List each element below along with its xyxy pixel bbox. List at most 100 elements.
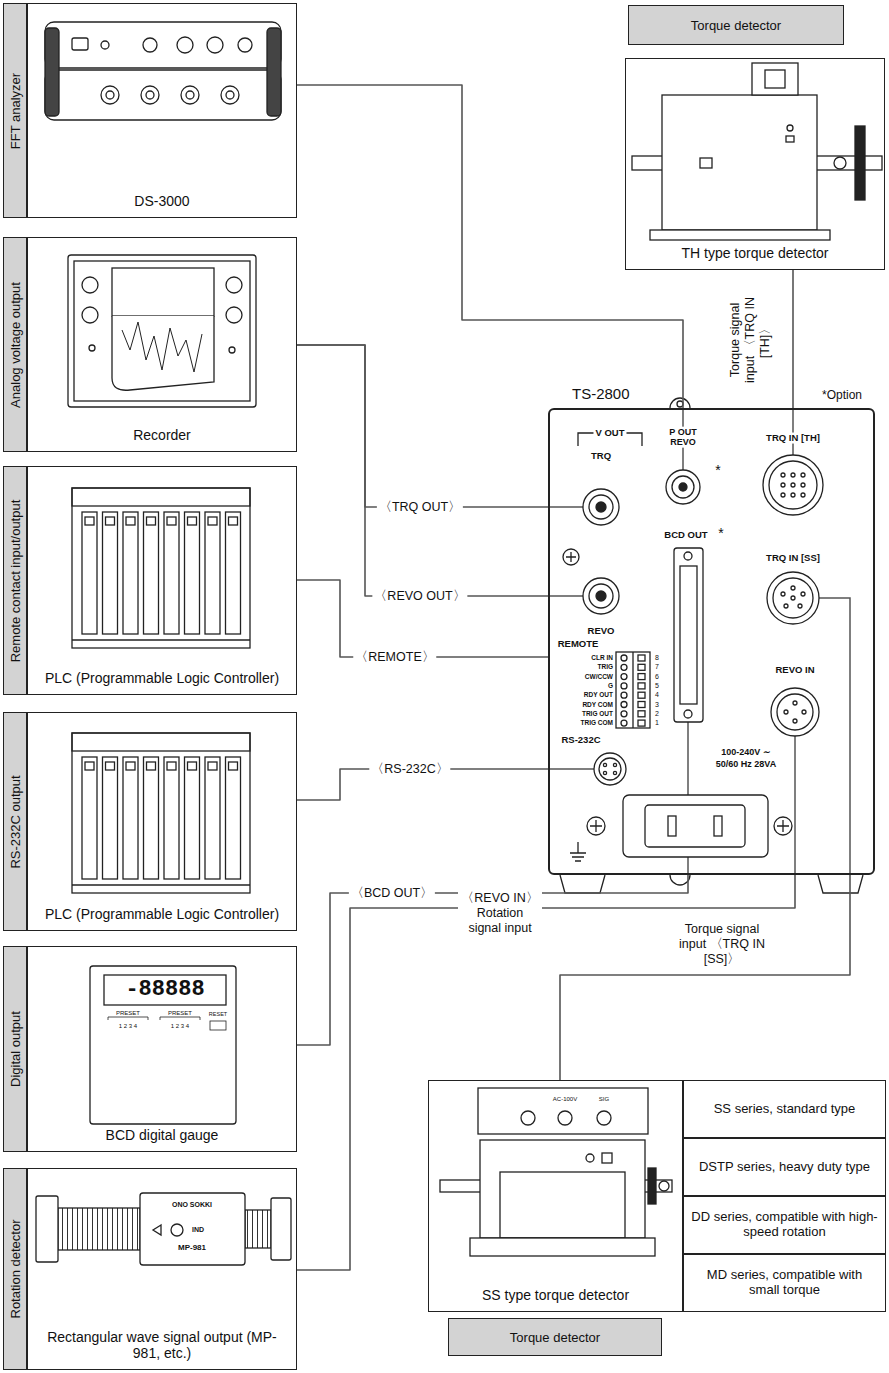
ts-2800-panel-drawing	[666, 470, 700, 504]
ss-torque-detector-drawing	[659, 1181, 669, 1191]
terminal-number: 4	[655, 691, 659, 699]
ss-torque-detector-drawing	[500, 1172, 625, 1238]
rotation-detector-drawing	[271, 1198, 291, 1260]
recorder-drawing	[68, 255, 256, 407]
ts-2800-panel-drawing	[684, 552, 692, 560]
plc-drawing	[72, 488, 250, 506]
ts-2800-panel-drawing	[599, 758, 621, 780]
plc-slot	[144, 512, 159, 634]
device-name: TS-2800	[572, 385, 630, 402]
category-band: Rotation detector	[3, 1168, 27, 1370]
plc-drawing	[72, 733, 250, 751]
model-label: MP-981	[178, 1243, 206, 1252]
fft-analyzer-drawing	[101, 41, 109, 49]
button-label: 1 2 3 4	[171, 1023, 189, 1030]
th-torque-detector-drawing	[787, 125, 793, 131]
rotation-detector-drawing	[171, 1224, 183, 1236]
ts-2800-panel-drawing	[774, 817, 792, 835]
fft-analyzer-drawing	[267, 28, 281, 116]
ts-2800-panel-drawing	[801, 493, 805, 497]
device-name: SS type torque detector	[482, 1287, 629, 1303]
category-band: FFT analyzer	[3, 3, 27, 218]
device-name: DS-3000	[134, 193, 189, 209]
button-label: 1 2 3 4	[119, 1023, 137, 1030]
device-box: Recorder	[27, 237, 297, 452]
ts-2800-panel-drawing	[596, 502, 606, 512]
rotation-detector-drawing	[140, 1193, 245, 1265]
recorder-drawing	[68, 255, 256, 407]
ts-2800-panel-drawing	[677, 401, 683, 407]
terminal-screw	[621, 655, 645, 726]
panel-wire-stub	[548, 595, 583, 597]
recorder-drawing	[82, 307, 98, 323]
bcd-gauge-drawing	[90, 966, 236, 1124]
ts-2800-panel-drawing	[802, 710, 806, 714]
port-label: REVO	[588, 626, 615, 637]
option-mark: *	[715, 462, 720, 478]
terminal-number: 5	[655, 682, 659, 690]
plc-slot	[123, 512, 138, 634]
recorder-drawing	[74, 261, 250, 401]
ts-2800-panel-drawing	[645, 805, 745, 847]
terminal-screw	[621, 692, 627, 698]
terminal-label: G	[608, 682, 613, 689]
terminal-label: CW/CCW	[585, 673, 613, 680]
plc-slot	[82, 512, 241, 634]
ss-torque-detector-drawing	[478, 1088, 648, 1134]
rotation-detector-drawing	[153, 1225, 161, 1235]
device-box: SS type torque detector	[428, 1080, 683, 1312]
plc-drawing	[72, 488, 250, 648]
fft-analyzer-drawing	[45, 22, 281, 120]
port-label: P OUT REVO	[662, 427, 704, 448]
rotation-detector-drawing	[245, 1210, 271, 1248]
ts-2800-panel-drawing	[589, 584, 613, 608]
plc-slot	[82, 757, 241, 879]
ts-2800-panel-drawing	[784, 710, 788, 714]
bcd-gauge-drawing	[210, 1021, 226, 1030]
ts-2800-panel-drawing	[563, 549, 579, 565]
category-band: Digital output	[3, 946, 27, 1152]
terminal-screw	[638, 720, 645, 726]
device-name: BCD digital gauge	[106, 1127, 219, 1143]
plc-drawing	[72, 733, 250, 893]
cable-label: 〈BCD OUT〉	[349, 886, 435, 901]
ts-2800-panel-drawing	[668, 816, 676, 836]
table-cell: SS series, standard type	[683, 1080, 886, 1138]
ts-2800-panel-drawing	[777, 820, 789, 832]
header-text: Torque detector	[510, 1330, 600, 1345]
th-torque-detector-drawing	[855, 126, 865, 200]
plc-slot	[167, 762, 176, 770]
ss-torque-detector-drawing	[521, 1111, 535, 1125]
device-box: PLC (Programmable Logic Controller)	[27, 466, 297, 695]
device-name: PLC (Programmable Logic Controller)	[45, 906, 279, 922]
ts-2800-panel-drawing	[791, 586, 795, 590]
cable-label: 〈TRQ OUT〉	[377, 500, 463, 515]
cable-label: Torque signal input 〈TRQ IN [TH]〉	[728, 288, 773, 392]
terminal-number: 1	[655, 719, 659, 727]
category-band: RS-232C output	[3, 712, 27, 931]
category-label: Rotation detector	[8, 1219, 23, 1318]
fft-analyzer-drawing	[181, 86, 199, 104]
terminal-number: 3	[655, 700, 659, 708]
ts-2800-panel-drawing	[798, 604, 802, 608]
terminal-number: 2	[655, 710, 659, 718]
recorder-drawing	[112, 316, 214, 390]
ss-torque-detector-drawing	[470, 1238, 655, 1256]
fft-analyzer-drawing	[101, 86, 119, 104]
bcd-gauge-drawing	[108, 1017, 200, 1020]
fft-analyzer-drawing	[221, 86, 239, 104]
plc-slot	[147, 517, 156, 525]
recorder-drawing	[82, 277, 98, 293]
panel-wire-stub	[794, 736, 796, 875]
plc-slot	[106, 762, 115, 770]
terminal-screw	[638, 692, 645, 698]
ss-torque-detector-drawing	[558, 1111, 572, 1125]
plc-slot	[226, 757, 241, 879]
category-label: FFT analyzer	[8, 72, 23, 148]
ss-torque-detector-drawing	[597, 1111, 611, 1125]
device-name: TH type torque detector	[681, 245, 828, 261]
port-label: BCD OUT	[664, 530, 707, 541]
device-name: PLC (Programmable Logic Controller)	[45, 670, 279, 686]
ts-2800-panel-drawing	[777, 694, 813, 730]
plc-slot	[185, 757, 200, 879]
